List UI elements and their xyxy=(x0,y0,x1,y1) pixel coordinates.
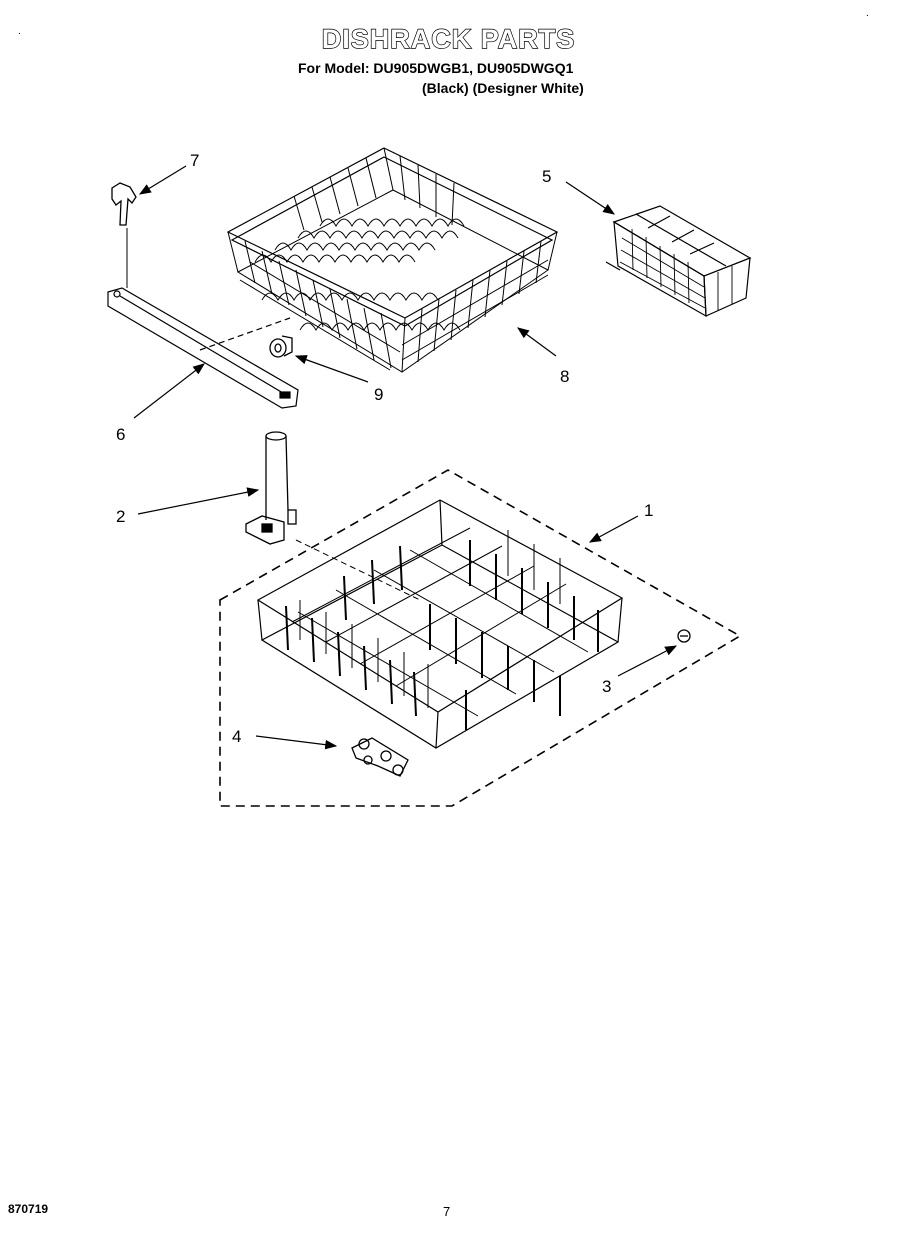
lower-dishrack xyxy=(256,499,624,749)
rack-clip xyxy=(111,182,137,288)
callout-1: 1 xyxy=(644,501,653,520)
model-colors: (Black) (Designer White) xyxy=(422,80,584,96)
callout-9: 9 xyxy=(374,385,383,404)
page-number: 7 xyxy=(443,1204,451,1219)
rack-rail xyxy=(107,287,299,409)
end-plug xyxy=(677,629,691,643)
corner-mark-top-right: . xyxy=(866,8,869,19)
callout-6: 6 xyxy=(116,425,125,444)
callout-7: 7 xyxy=(190,151,199,170)
callout-2: 2 xyxy=(116,507,125,526)
callout-4: 4 xyxy=(232,727,241,746)
callout-5: 5 xyxy=(542,167,551,186)
wheel-assembly xyxy=(351,737,409,777)
silverware-basket xyxy=(605,205,752,318)
callout-8: 8 xyxy=(560,367,569,386)
upper-dishrack xyxy=(226,147,559,373)
model-numbers: For Model: DU905DWGB1, DU905DWGQ1 xyxy=(298,60,574,76)
lower-rack-outline xyxy=(219,469,742,807)
drawing-code: 870719 xyxy=(8,1202,49,1216)
callout-3: 3 xyxy=(602,677,611,696)
corner-mark-top-left: . xyxy=(18,26,21,37)
page-title: DISHRACK PARTS xyxy=(321,23,576,54)
callout-arrows xyxy=(133,165,678,750)
rack-wheel xyxy=(269,335,293,358)
spray-tube xyxy=(245,431,421,601)
